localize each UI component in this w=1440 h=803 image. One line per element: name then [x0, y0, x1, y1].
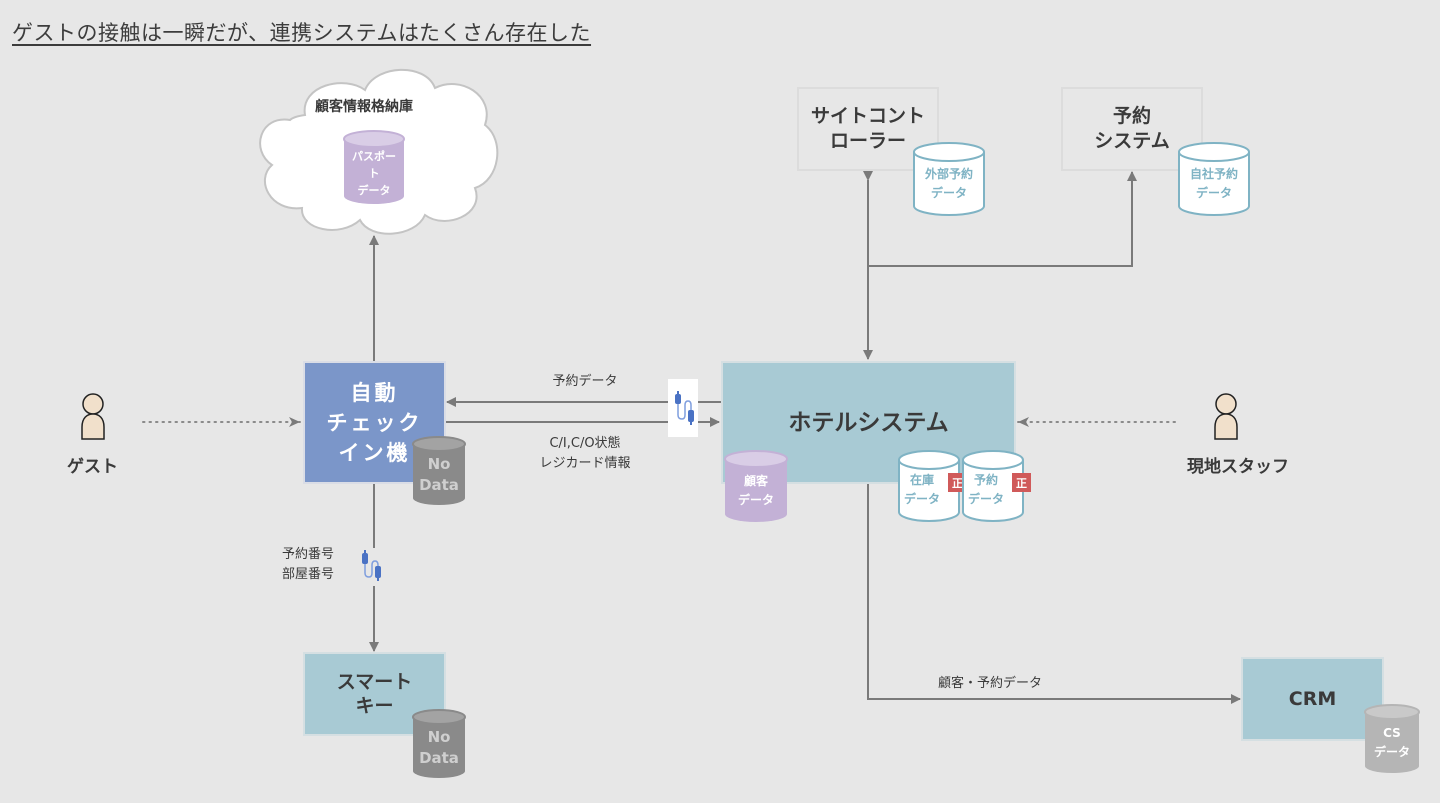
database-cylinder-icon — [343, 130, 405, 204]
passport-data-label: パスポー ト データ — [352, 150, 396, 197]
person-icon — [1214, 393, 1238, 440]
inventory-db: 在庫 データ — [897, 450, 961, 524]
master-badge-reservation: 正 — [1012, 473, 1031, 492]
usb-connector-smartkey — [359, 549, 389, 585]
edge-label-customer-reservation: 顧客・予約データ — [937, 676, 1042, 691]
database-cylinder-icon — [412, 709, 466, 778]
database-cylinder-icon — [1178, 142, 1250, 216]
smart-key-node[interactable]: スマート キー — [303, 652, 446, 736]
staff-label: 現地スタッフ — [1187, 457, 1289, 477]
crm-node[interactable]: CRM — [1241, 657, 1384, 741]
database-cylinder-icon — [898, 450, 960, 522]
inventory-db-label: 在庫 データ — [903, 473, 940, 506]
customer-db: 顧客 データ — [724, 450, 788, 524]
database-cylinder-icon — [1364, 704, 1420, 773]
database-cylinder-icon — [913, 142, 985, 216]
own-reservation-db-label: 自社予約 データ — [1189, 167, 1238, 200]
cloud-title: 顧客情報格納庫 — [315, 99, 413, 115]
external-reservation-db-label: 外部予約 データ — [924, 167, 973, 200]
reservation-db: 予約 データ — [961, 450, 1025, 524]
hotel-system-node[interactable]: ホテルシステム — [721, 361, 1016, 484]
external-reservation-db: 外部予約 データ — [912, 142, 986, 218]
page-title: ゲストの接触は一瞬だが、連携システムはたくさん存在した — [12, 21, 592, 45]
database-cylinder-icon — [724, 450, 788, 522]
checkin-nodata-label: No Data — [419, 455, 459, 494]
smartkey-nodata-db: No Data — [412, 709, 466, 779]
database-cylinder-icon — [962, 450, 1024, 522]
smartkey-nodata-label: No Data — [419, 728, 459, 767]
edge-label-reservation-data: 予約データ — [552, 374, 618, 389]
usb-cable-icon — [675, 391, 694, 425]
cs-data-label: CS データ — [1373, 726, 1410, 759]
edge-label-room-numbers: 予約番号 部屋番号 — [282, 547, 335, 582]
cs-data-db: CS データ — [1364, 704, 1420, 774]
arrow-to-reservation-system — [868, 171, 1137, 267]
arrow-hotel-to-crm — [867, 484, 1241, 704]
usb-connector-hotel — [668, 379, 698, 437]
customer-db-label: 顧客 データ — [737, 474, 774, 507]
database-cylinder-icon — [412, 436, 466, 505]
own-reservation-db: 自社予約 データ — [1177, 142, 1251, 218]
checkin-machine-node[interactable]: 自動 チェック イン機 — [303, 361, 446, 484]
usb-cable-icon — [362, 550, 381, 581]
edge-label-checkin-status: C/I,C/O状態 レジカード情報 — [539, 436, 631, 471]
checkin-nodata-db: No Data — [412, 436, 466, 506]
guest-label: ゲスト — [67, 457, 118, 477]
person-icon — [81, 393, 105, 440]
reservation-db-label: 予約 データ — [967, 473, 1004, 506]
passport-data-db: パスポー ト データ — [343, 130, 405, 206]
